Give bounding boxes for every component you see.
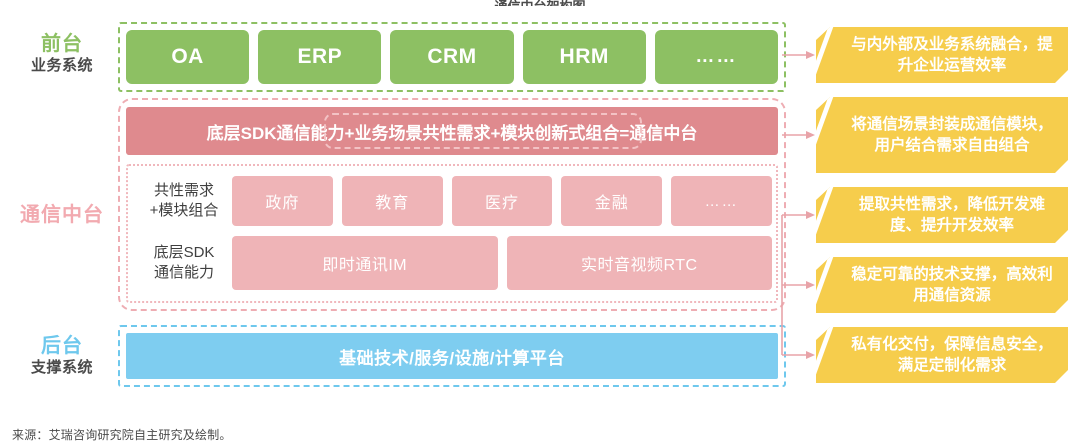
callout-integration-text: 与内外部及业务系统融合，提升企业运营效率 bbox=[851, 36, 1053, 74]
connector-arrows bbox=[781, 51, 815, 359]
sdk-tag-rtc[interactable]: 实时音视频RTC bbox=[506, 236, 772, 290]
row-sdk-label-line1: 底层SDK bbox=[153, 244, 215, 261]
stage-back-main: 后台 bbox=[41, 335, 83, 357]
sdk-tag-im[interactable]: 即时通讯IM bbox=[232, 236, 498, 290]
callout-security-text: 私有化交付，保障信息安全，满足定制化需求 bbox=[851, 336, 1053, 374]
app-box-oa[interactable]: OA bbox=[126, 30, 250, 84]
callout-slash-icon bbox=[807, 255, 834, 315]
app-box-erp[interactable]: ERP bbox=[258, 30, 382, 84]
base-platform-text: 基础技术/服务/设施/计算平台 bbox=[339, 348, 565, 368]
row-common-needs: 共性需求 +模块组合 政府 教育 医疗 金融 …… bbox=[136, 176, 772, 226]
callout-slash-icon bbox=[800, 95, 834, 175]
industry-tag-education[interactable]: 教育 bbox=[341, 176, 443, 226]
stage-front-main: 前台 bbox=[41, 33, 83, 55]
row-common-needs-label-line1: 共性需求 bbox=[153, 182, 214, 199]
industry-tag-finance[interactable]: 金融 bbox=[561, 176, 663, 226]
page-title: 通信中台架构图 bbox=[0, 0, 1080, 6]
callout-integration[interactable]: 与内外部及业务系统融合，提升企业运营效率 bbox=[816, 27, 1068, 83]
industry-tag-list: 政府 教育 医疗 金融 …… bbox=[232, 176, 772, 226]
callout-efficiency-text: 提取共性需求，降低开发难度、提升开发效率 bbox=[858, 196, 1045, 234]
callout-slash-icon bbox=[807, 185, 834, 245]
sdk-capability-list: 即时通讯IM 实时音视频RTC bbox=[232, 236, 772, 290]
stage-back-sub: 支撑系统 bbox=[30, 359, 93, 376]
stage-label-front: 前台 业务系统 bbox=[6, 32, 118, 76]
industry-tag-more[interactable]: …… bbox=[671, 176, 772, 226]
callout-reliability-text: 稳定可靠的技术支撑，高效利用通信资源 bbox=[851, 266, 1053, 304]
industry-tag-medical[interactable]: 医疗 bbox=[451, 176, 553, 226]
row-common-needs-label: 共性需求 +模块组合 bbox=[136, 181, 232, 221]
app-box-more[interactable]: …… bbox=[654, 30, 779, 84]
source-footer: 来源：艾瑞咨询研究院自主研究及绘制。 bbox=[12, 428, 232, 442]
app-box-row: OA ERP CRM HRM …… bbox=[126, 30, 779, 84]
formula-bar: 底层SDK通信能力+业务场景共性需求+模块创新式组合=通信中台 bbox=[126, 107, 778, 155]
formula-text: 底层SDK通信能力+业务场景共性需求+模块创新式组合=通信中台 bbox=[206, 123, 698, 143]
callout-modularization-text: 将通信场景封装成通信模块，用户结合需求自由组合 bbox=[851, 116, 1053, 154]
callout-slash-icon bbox=[807, 325, 834, 385]
callout-reliability[interactable]: 稳定可靠的技术支撑，高效利用通信资源 bbox=[816, 257, 1068, 313]
row-sdk-label-line2: 通信能力 bbox=[153, 264, 214, 281]
base-platform-bar[interactable]: 基础技术/服务/设施/计算平台 bbox=[126, 333, 778, 379]
callout-efficiency[interactable]: 提取共性需求，降低开发难度、提升开发效率 bbox=[816, 187, 1068, 243]
row-sdk-capability: 底层SDK 通信能力 即时通讯IM 实时音视频RTC bbox=[136, 236, 772, 290]
stage-label-middle: 通信中台 bbox=[6, 203, 118, 227]
stage-middle-main: 通信中台 bbox=[20, 204, 104, 226]
row-common-needs-label-line2: +模块组合 bbox=[149, 202, 219, 219]
app-box-hrm[interactable]: HRM bbox=[522, 30, 646, 84]
row-sdk-capability-label: 底层SDK 通信能力 bbox=[136, 243, 232, 283]
stage-front-sub: 业务系统 bbox=[30, 57, 93, 74]
callout-modularization[interactable]: 将通信场景封装成通信模块，用户结合需求自由组合 bbox=[816, 97, 1068, 173]
stage-label-back: 后台 支撑系统 bbox=[6, 334, 118, 378]
industry-tag-government[interactable]: 政府 bbox=[232, 176, 333, 226]
app-box-crm[interactable]: CRM bbox=[390, 30, 514, 84]
callout-slash-icon bbox=[807, 25, 834, 85]
callout-security[interactable]: 私有化交付，保障信息安全，满足定制化需求 bbox=[816, 327, 1068, 383]
middle-inner-panel: 共性需求 +模块组合 政府 教育 医疗 金融 …… 底层SDK 通信能力 即时通… bbox=[126, 164, 778, 303]
